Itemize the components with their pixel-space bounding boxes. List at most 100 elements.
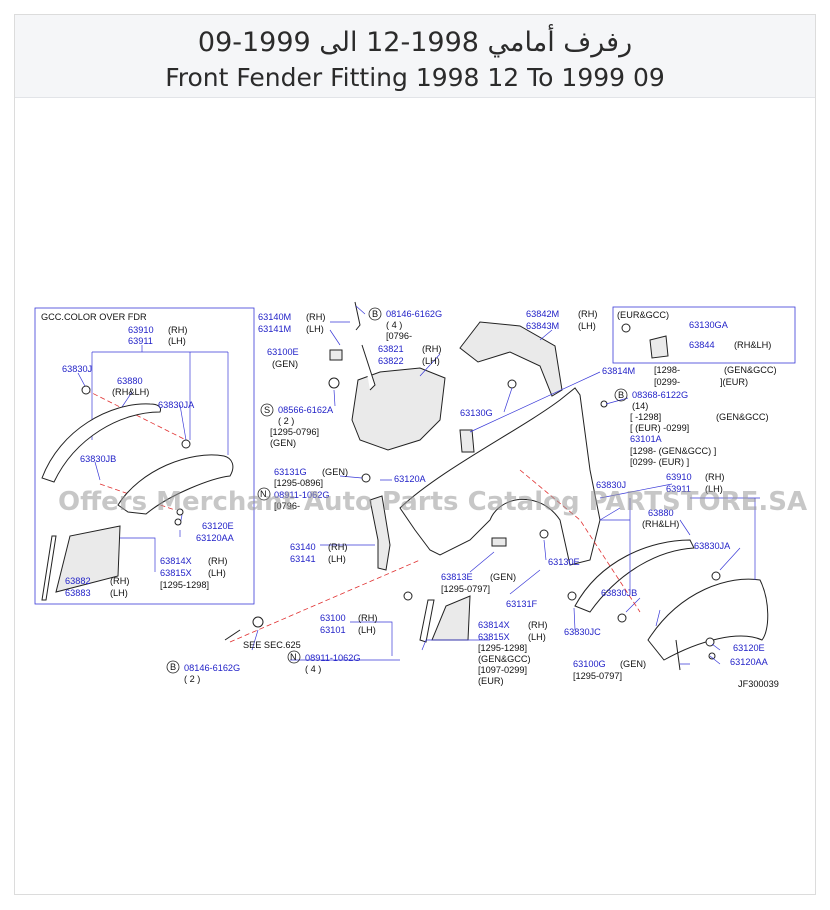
part-08911-1062g-a[interactable]: 08911-1062G: [274, 490, 330, 500]
part-63880[interactable]: 63880: [117, 376, 143, 386]
date-range: [1295-1298]: [160, 580, 209, 590]
part-63140m[interactable]: 63140M: [258, 312, 291, 322]
date-range: [ (EUR) -0299]: [630, 423, 689, 433]
part-08911-1062g-b[interactable]: 08911-1062G: [305, 653, 361, 663]
part-63140[interactable]: 63140: [290, 542, 316, 552]
side-label: (RH&LH): [642, 519, 679, 529]
part-63130ga[interactable]: 63130GA: [689, 320, 729, 330]
part-63882[interactable]: 63882: [65, 576, 91, 586]
part-63842m[interactable]: 63842M: [526, 309, 559, 319]
part-63830ja-right[interactable]: 63830JA: [694, 541, 731, 551]
part-63911[interactable]: 63911: [128, 336, 153, 346]
mud-flap-right: [431, 595, 471, 641]
see-section-link[interactable]: SEE SEC.625: [243, 640, 301, 650]
part-63100[interactable]: 63100: [320, 613, 346, 623]
flap-part: [649, 335, 669, 359]
side-label: (LH): [528, 632, 546, 642]
side-label: (RH): [208, 556, 227, 566]
leader-lines: [70, 372, 187, 572]
fender-flare-small: [41, 403, 161, 483]
side-label: (RH): [578, 309, 597, 319]
part-63120aa[interactable]: 63120AA: [196, 533, 235, 543]
part-63822[interactable]: 63822: [378, 356, 404, 366]
nut-marker-n-icon: N: [287, 650, 301, 664]
part-63843m[interactable]: 63843M: [526, 321, 559, 331]
fender-seal: [491, 537, 507, 547]
variant-label: (GEN): [490, 572, 516, 582]
fender-liner: [459, 321, 563, 397]
part-63141m[interactable]: 63141M: [258, 324, 291, 334]
mudguard-strip: [41, 535, 57, 601]
part-63120aa-right[interactable]: 63120AA: [730, 657, 769, 667]
part-63910-right[interactable]: 63910: [666, 472, 692, 482]
part-63130g[interactable]: 63130G: [460, 408, 493, 418]
part-63830jc[interactable]: 63830JC: [564, 627, 601, 637]
part-63883[interactable]: 63883: [65, 588, 91, 598]
side-label: (LH): [422, 356, 440, 366]
side-label: (LH): [578, 321, 596, 331]
part-63911-right[interactable]: 63911: [666, 484, 691, 494]
part-63821[interactable]: 63821: [378, 344, 404, 354]
title-header: رفرف أمامي 1998-12 الى 1999-09 Front Fen…: [15, 15, 815, 98]
bolt-icon: [328, 377, 340, 389]
side-label: (RH): [306, 312, 325, 322]
leader-lines: [251, 305, 741, 665]
gcc-box: [34, 307, 255, 605]
part-63830jb[interactable]: 63830JB: [80, 454, 116, 464]
variant-label: (GEN): [272, 359, 298, 369]
bracket-icon: [361, 344, 376, 391]
svg-text:N: N: [290, 652, 297, 662]
clip-icon: [711, 571, 721, 581]
part-08368-6122g[interactable]: 08368-6122G: [632, 390, 688, 400]
part-63830ja[interactable]: 63830JA: [158, 400, 195, 410]
bolt-icon: [354, 301, 361, 331]
part-63120e[interactable]: 63120E: [202, 521, 234, 531]
side-label: (LH): [208, 568, 226, 578]
diagram-code: JF300039: [738, 679, 779, 689]
part-63830jb-right[interactable]: 63830JB: [601, 588, 637, 598]
part-63814m[interactable]: 63814M: [602, 366, 635, 376]
part-63815x[interactable]: 63815X: [160, 568, 192, 578]
date-range: [1295-1298]: [478, 643, 527, 653]
bolt-marker-b-icon: B: [368, 307, 382, 321]
date-range: [1295-0797]: [441, 584, 490, 594]
inner-fender-splash: [351, 367, 446, 451]
part-63101a[interactable]: 63101A: [630, 434, 663, 444]
date-range: [0299-: [654, 377, 680, 387]
side-label: (LH): [705, 484, 723, 494]
part-63130e[interactable]: 63130E: [548, 557, 580, 567]
part-63120a[interactable]: 63120A: [394, 474, 427, 484]
part-63814x-right[interactable]: 63814X: [478, 620, 510, 630]
part-08146-6162g[interactable]: 08146-6162G: [386, 309, 442, 319]
screw-marker-s-icon: S: [260, 403, 274, 417]
side-label: (LH): [168, 336, 186, 346]
clip-icon: [617, 613, 627, 623]
part-08146-6162g-b[interactable]: 08146-6162G: [184, 663, 240, 673]
side-label: (RH): [705, 472, 724, 482]
quantity: ( 2 ): [184, 674, 200, 684]
quantity: ( 4 ): [386, 320, 402, 330]
page-title-english: Front Fender Fitting 1998 12 To 1999 09: [165, 63, 665, 92]
part-63830j[interactable]: 63830J: [62, 364, 92, 374]
dashed-guides: [229, 469, 641, 643]
part-63830j-right[interactable]: 63830J: [596, 480, 626, 490]
part-63815x-right[interactable]: 63815X: [478, 632, 510, 642]
part-63880-right[interactable]: 63880: [648, 508, 674, 518]
part-63814x[interactable]: 63814X: [160, 556, 192, 566]
part-63910[interactable]: 63910: [128, 325, 154, 335]
part-63101[interactable]: 63101: [320, 625, 346, 635]
part-63813e[interactable]: 63813E: [441, 572, 473, 582]
svg-text:B: B: [170, 662, 176, 672]
part-63100g[interactable]: 63100G: [573, 659, 606, 669]
part-63141[interactable]: 63141: [290, 554, 316, 564]
nut-marker-n-icon: N: [257, 487, 271, 501]
part-63844[interactable]: 63844: [689, 340, 715, 350]
part-08566-6162a[interactable]: 08566-6162A: [278, 405, 334, 415]
clip-icon: [539, 529, 549, 539]
part-63131f[interactable]: 63131F: [506, 599, 538, 609]
side-label: (RH): [422, 344, 441, 354]
part-63120e-right[interactable]: 63120E: [733, 643, 765, 653]
clip-icon: [507, 379, 517, 389]
part-63100e[interactable]: 63100E: [267, 347, 299, 357]
part-63131g[interactable]: 63131G: [274, 467, 307, 477]
